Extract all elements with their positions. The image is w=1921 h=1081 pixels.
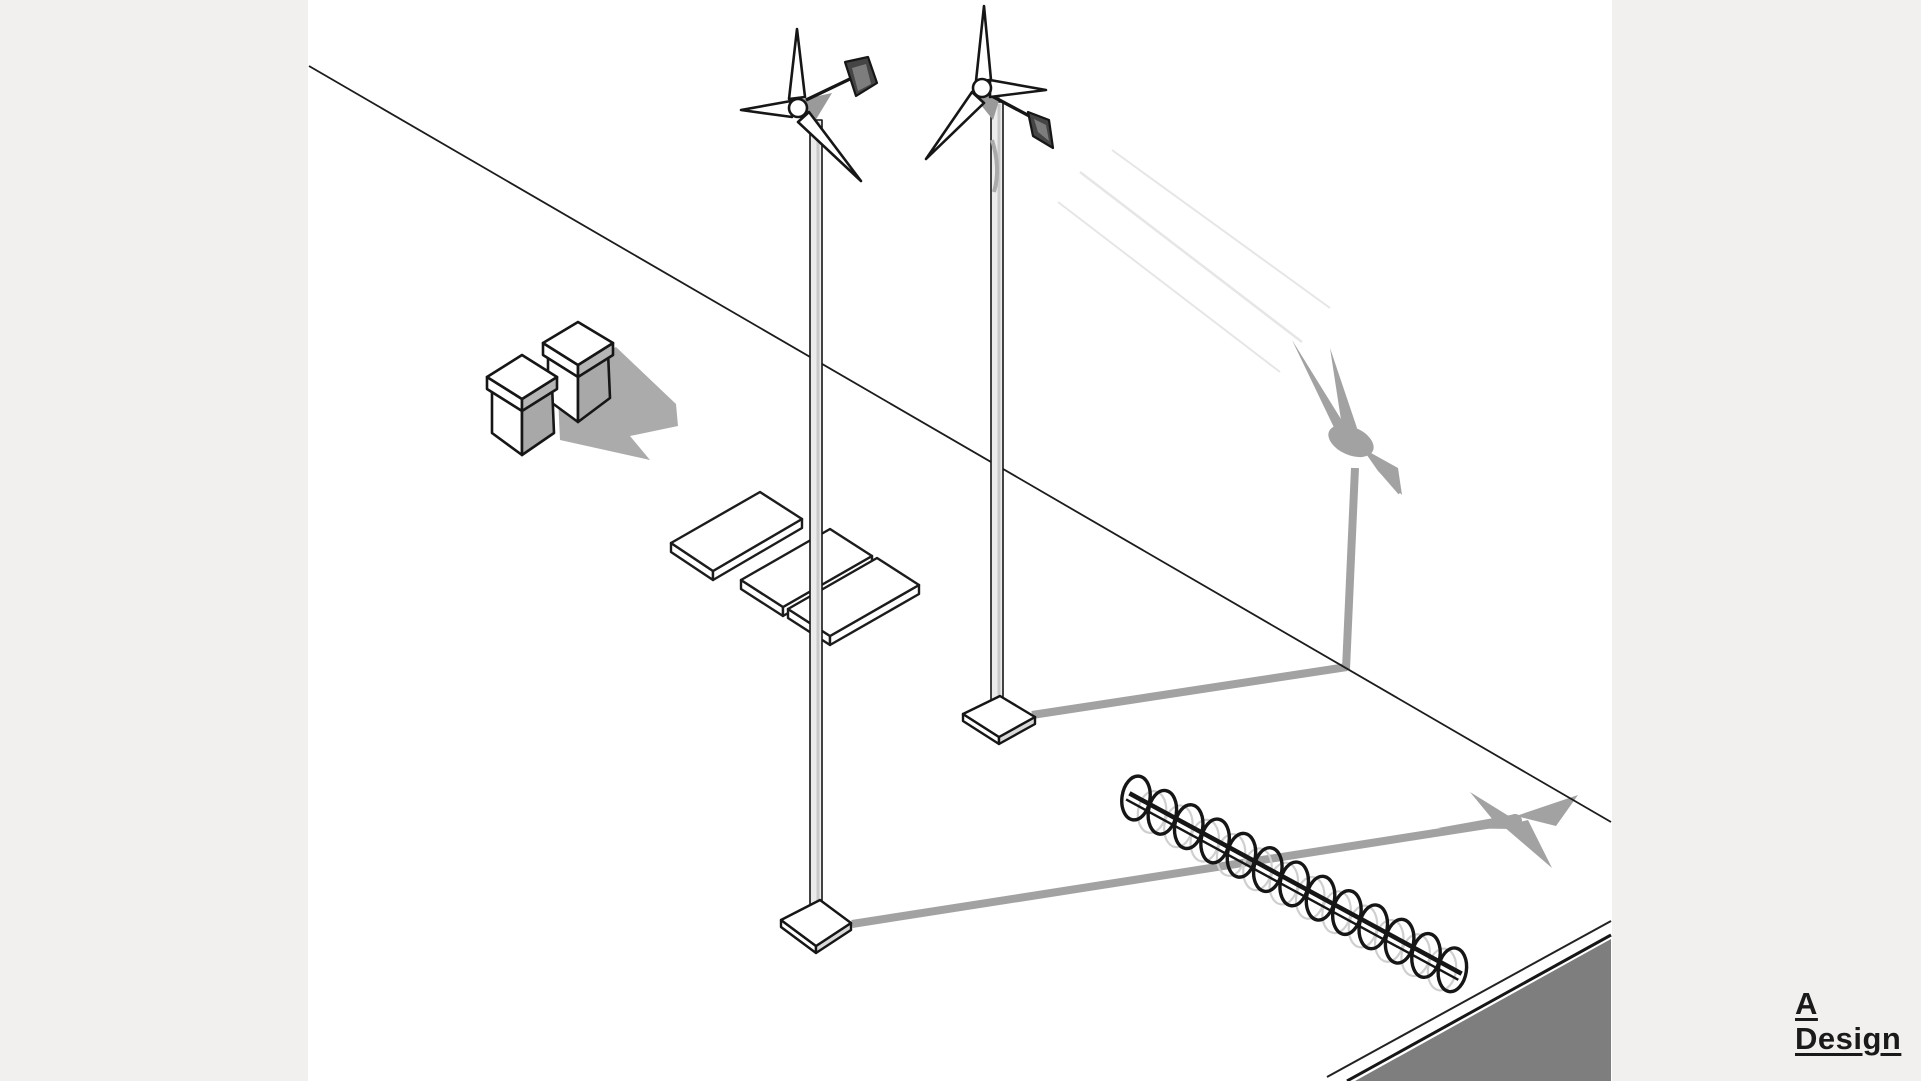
storage-box-pair: [485, 320, 615, 457]
solar-panel: [669, 490, 804, 582]
turbine-left-rotor-shadow: [1470, 792, 1512, 826]
path-edge-line: [308, 65, 1612, 823]
shadow-layer: [557, 149, 1578, 992]
box-lid-top: [485, 353, 559, 401]
wind-turbine-left: [739, 27, 879, 955]
drawing-canvas: [308, 0, 1612, 1081]
logo-line-1[interactable]: A: [1795, 986, 1818, 1021]
curb-line-outer: [1326, 920, 1612, 1078]
turbine-base-top: [961, 694, 1037, 739]
turbine-left-rotor-shadow: [1503, 820, 1552, 868]
blade-streaks: [1057, 149, 1331, 373]
turbine-blade: [924, 90, 986, 161]
panel-top: [669, 490, 804, 573]
turbine-right-rotor-shadow: [1330, 348, 1357, 433]
spiral-bike-rack: [1120, 774, 1469, 994]
rack-rail: [1125, 798, 1459, 981]
turbine-left-shadow: [851, 817, 1513, 928]
box-lid-top: [541, 320, 615, 367]
turbine-base-top: [779, 898, 853, 948]
turbine-right-nacelle-shadow: [1328, 424, 1374, 458]
turbine-nacelle: [800, 93, 832, 126]
site-logo[interactable]: A Design: [1795, 986, 1901, 1056]
turbine-right-rotor-shadow: [1362, 448, 1402, 495]
wind-turbine-right: [924, 4, 1055, 746]
turbine-left-rotor-shadow-hub: [1508, 814, 1522, 828]
turbine-pole: [990, 101, 1004, 713]
turbine-right-rotor-shadow: [1292, 340, 1349, 438]
storage-box-back: [541, 320, 615, 424]
panel-top: [739, 527, 874, 609]
turbine-pole: [809, 119, 823, 917]
turbine-tail-boom: [805, 76, 853, 102]
logo-line-2[interactable]: Design: [1795, 1021, 1902, 1056]
rack-rail: [1128, 791, 1463, 976]
turbine-left-rotor-shadow: [1516, 795, 1578, 826]
road-surface: [1355, 939, 1611, 1081]
turbine-blade: [796, 110, 863, 183]
turbine-tail-boom: [989, 93, 1036, 121]
turbine-hub: [971, 77, 993, 99]
turbine-tail-fin-facet: [852, 64, 871, 91]
turbine-tail-fin-facet: [1034, 119, 1049, 141]
road-corner: [1326, 920, 1612, 1081]
storage-box-front: [485, 353, 559, 457]
rack-loop: [1436, 946, 1469, 994]
turbine-pole-shading: [990, 139, 999, 193]
curb-line-inner: [1346, 933, 1612, 1081]
turbine-hub: [787, 97, 809, 119]
